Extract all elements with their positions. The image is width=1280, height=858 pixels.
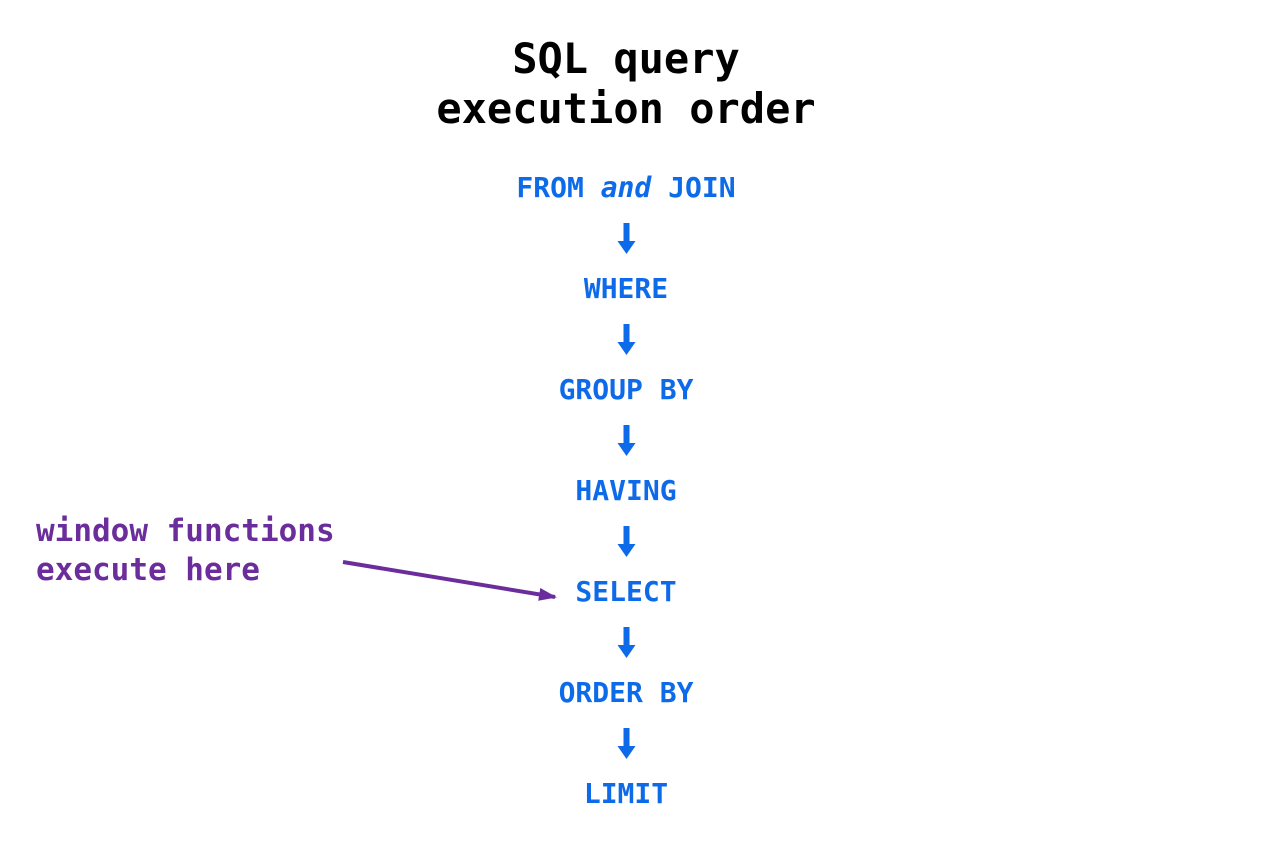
flow-step-from-and-join: FROM and JOIN [516,171,735,205]
down-arrow-icon [617,425,635,456]
annotation-arrow-icon [342,560,557,601]
window-functions-note: window functions execute here [36,512,335,590]
flow-step-from-and-join-suffix: JOIN [651,171,736,204]
down-arrow-icon [617,223,635,254]
flow-step-order-by: ORDER BY [558,676,694,709]
title-line-1: SQL query [512,34,740,83]
flow-step-having: HAVING [575,474,677,507]
window-functions-note-line-1: window functions [36,513,335,549]
flow-step-limit: LIMIT [583,777,669,810]
flow-step-from-and-join-emphasis: and [600,171,652,204]
execution-order-flow: FROM and JOIN WHERE GROUP BY HAVING SELE… [0,171,1252,811]
flow-step-select: SELECT [575,575,677,608]
down-arrow-icon [617,526,635,557]
window-functions-note-line-2: execute here [36,552,260,588]
down-arrow-icon [617,728,635,759]
flow-step-from-and-join-prefix: FROM [516,171,601,204]
down-arrow-icon [617,627,635,658]
flow-step-where: WHERE [583,272,669,305]
title-line-2: execution order [436,84,816,133]
down-arrow-icon [617,324,635,355]
flow-step-group-by: GROUP BY [558,373,694,406]
page-title: SQL query execution order [0,34,1252,134]
